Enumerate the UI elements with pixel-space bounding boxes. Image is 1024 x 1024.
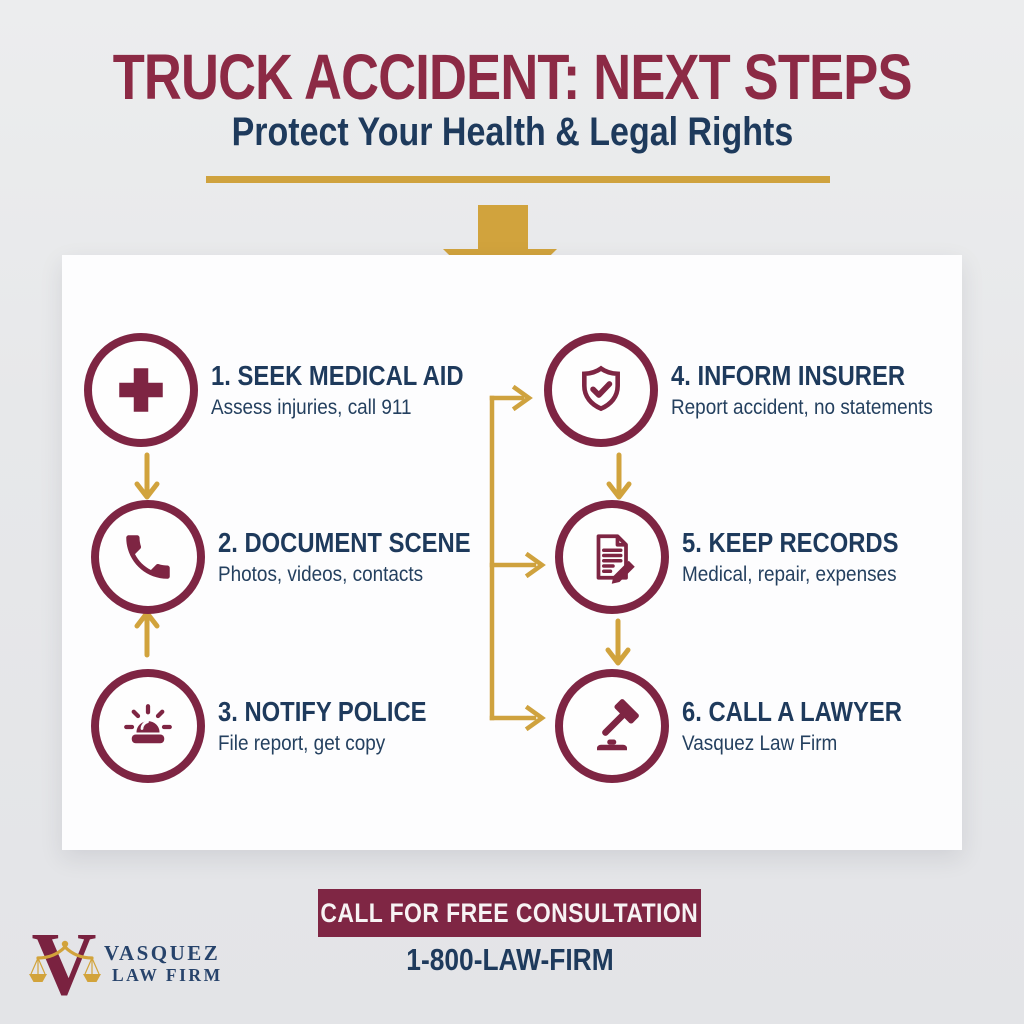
- step-title: 6. CALL A LAWYER: [682, 696, 902, 727]
- page-title: TRUCK ACCIDENT: NEXT STEPS: [0, 40, 1024, 114]
- step-subtitle: Medical, repair, expenses: [682, 562, 897, 586]
- phone-icon: [91, 500, 205, 614]
- phone-number-text: 1-800-LAW-FIRM: [405, 942, 614, 977]
- steps-card: [62, 255, 962, 850]
- down-arrow-icon: [134, 452, 160, 500]
- big-down-arrow-icon: [478, 205, 528, 250]
- step-title: 2. DOCUMENT SCENE: [218, 527, 471, 558]
- up-arrow-icon: [134, 610, 160, 658]
- logo-name-line1: VASQUEZ: [104, 941, 221, 965]
- flow-connector-lines: [489, 384, 546, 732]
- down-arrow-icon: [605, 618, 631, 666]
- step-inform-insurer: 4. INFORM INSURER Report accident, no st…: [544, 333, 969, 447]
- law-firm-logo-icon: V: [29, 918, 101, 998]
- cta-banner: CALL FOR FREE CONSULTATION: [318, 889, 701, 937]
- step-subtitle: Photos, videos, contacts: [218, 562, 424, 586]
- step-subtitle: Report accident, no statements: [671, 395, 933, 419]
- document-pencil-icon: [555, 500, 669, 614]
- step-notify-police: 3. NOTIFY POLICE File report, get copy: [91, 669, 463, 783]
- step-document-scene: 2. DOCUMENT SCENE Photos, videos, contac…: [91, 500, 515, 614]
- step-title: 3. NOTIFY POLICE: [218, 696, 427, 727]
- step-title: 1. SEEK MEDICAL AID: [211, 360, 464, 391]
- step-subtitle: Vasquez Law Firm: [682, 731, 838, 755]
- phone-number: 1-800-LAW-FIRM: [318, 942, 701, 978]
- step-title: 4. INFORM INSURER: [671, 360, 906, 391]
- page-title-text: TRUCK ACCIDENT: NEXT STEPS: [112, 41, 913, 113]
- step-call-a-lawyer: 6. CALL A LAWYER Vasquez Law Firm: [555, 669, 941, 783]
- step-subtitle: File report, get copy: [218, 731, 386, 755]
- step-title: 5. KEEP RECORDS: [682, 527, 899, 558]
- siren-icon: [91, 669, 205, 783]
- medical-cross-icon: [84, 333, 198, 447]
- step-seek-medical-aid: 1. SEEK MEDICAL AID Assess injuries, cal…: [84, 333, 508, 447]
- step-subtitle: Assess injuries, call 911: [211, 395, 412, 419]
- shield-check-icon: [544, 333, 658, 447]
- page-subtitle: Protect Your Health & Legal Rights: [0, 110, 1024, 155]
- gold-divider: [206, 176, 830, 183]
- down-arrow-icon: [606, 452, 632, 500]
- gavel-icon: [555, 669, 669, 783]
- cta-banner-text: CALL FOR FREE CONSULTATION: [320, 897, 699, 928]
- step-keep-records: 5. KEEP RECORDS Medical, repair, expense…: [555, 500, 937, 614]
- logo-name-line2: LAW FIRM: [112, 965, 223, 985]
- page-subtitle-text: Protect Your Health & Legal Rights: [231, 110, 793, 154]
